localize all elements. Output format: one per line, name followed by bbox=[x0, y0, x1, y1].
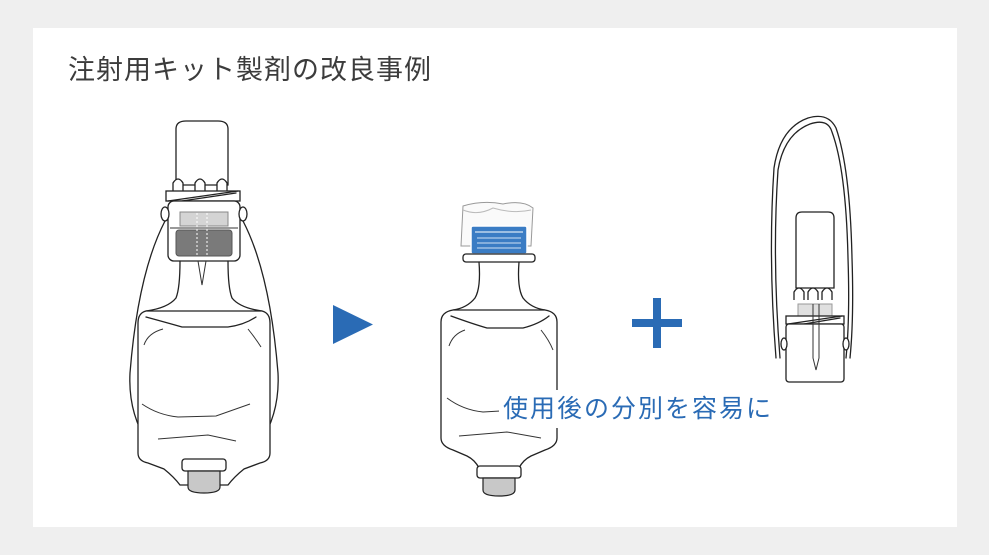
vial-holder-illustration bbox=[770, 115, 854, 383]
plus-icon bbox=[632, 298, 682, 348]
right-triangle-arrow-icon bbox=[333, 305, 373, 344]
bag-after-illustration bbox=[440, 201, 558, 497]
page-title: 注射用キット製剤の改良事例 bbox=[68, 55, 432, 86]
content-card: 注射用キット製剤の改良事例 bbox=[33, 28, 957, 527]
kit-before-illustration bbox=[129, 120, 279, 494]
caption-text: 使用後の分別を容易に bbox=[499, 390, 778, 428]
